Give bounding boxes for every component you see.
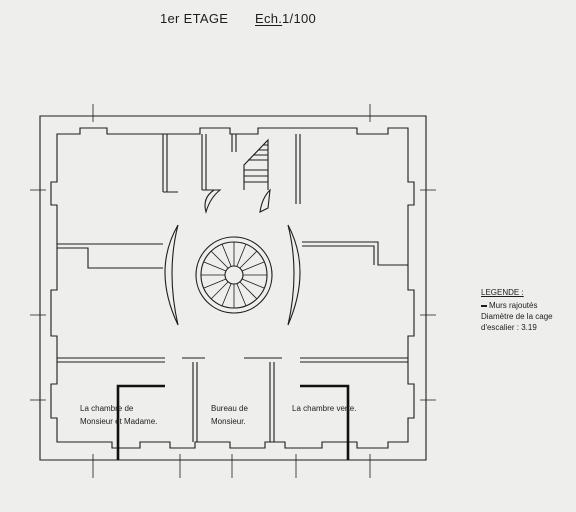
partition-left-upper	[57, 243, 163, 269]
spiral-stair-newel	[224, 265, 244, 285]
legend-stair-line2: d'escalier : 3.19	[481, 323, 537, 332]
legend-title: LEGENDE :	[481, 288, 524, 297]
added-wall-right	[300, 384, 350, 460]
scale-label: Ech.	[255, 11, 283, 26]
room-label-bureau-line1: Bureau de	[211, 404, 248, 413]
legend: LEGENDE : Murs rajoutés Diamètre de la c…	[481, 287, 553, 333]
wall-upper-center-left	[201, 134, 218, 191]
room-label-bureau-line2: Monsieur.	[211, 417, 246, 426]
window-ticks	[30, 104, 436, 478]
stair-crescent-top-right	[259, 188, 271, 213]
scale-value: 1/100	[282, 11, 317, 26]
room-label-chambre-verte: La chambre verte.	[292, 404, 357, 413]
wall-lower-center	[182, 357, 282, 442]
stair-crescent-right	[287, 224, 301, 326]
wall-upper-center-right	[231, 134, 237, 152]
wall-upper-right	[295, 134, 301, 204]
outer-wall-inner-line	[50, 127, 415, 449]
partition-right-lower	[300, 357, 408, 363]
stair-crescent-left	[164, 224, 179, 326]
legend-item-added-walls-label: Murs rajoutés	[489, 301, 538, 310]
legend-stair-line1: Diamètre de la cage	[481, 312, 553, 321]
outer-wall-outer-line	[39, 115, 427, 461]
added-wall-swatch	[481, 304, 487, 307]
stair-crescent-top-left	[204, 189, 222, 215]
partition-right-upper	[302, 241, 408, 266]
service-stair	[243, 138, 269, 190]
spiral-stair-outer	[195, 236, 273, 314]
floor-title: 1er ETAGE	[160, 11, 229, 26]
partition-left-lower	[57, 357, 165, 363]
legend-item-added-walls: Murs rajoutés	[481, 300, 553, 311]
room-label-chambre-monsieur-madame-line2: Monsieur et Madame.	[80, 417, 158, 426]
spiral-stair-treads	[201, 242, 267, 308]
added-wall-left	[116, 384, 165, 460]
wall-upper-left	[162, 134, 178, 193]
room-label-chambre-monsieur-madame-line1: La chambre de	[80, 404, 134, 413]
